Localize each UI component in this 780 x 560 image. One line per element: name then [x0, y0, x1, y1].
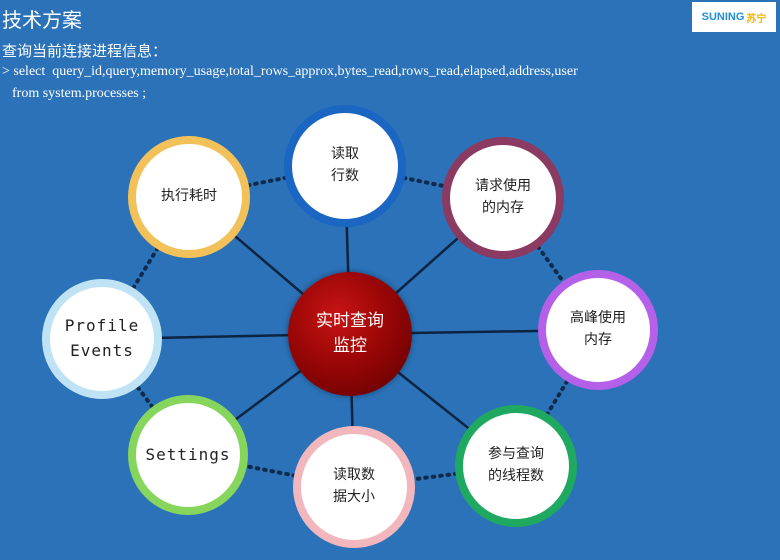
node-peak-memory-line2: 内存 — [584, 332, 612, 348]
node-memory-usage: 请求使用的内存 — [442, 137, 564, 259]
node-thread-count-line2: 的线程数 — [488, 468, 544, 484]
sql-line-2: from system.processes ; — [12, 86, 147, 101]
sql-line-1: > select query_id,query,memory_usage,tot… — [2, 64, 578, 79]
node-memory-usage-line2: 的内存 — [482, 200, 524, 216]
center-node: 实时查询监控 — [288, 272, 412, 396]
node-bytes-read: 读取数据大小 — [293, 426, 415, 548]
center-line-2: 监控 — [333, 336, 367, 356]
intro-label: 查询当前连接进程信息： — [2, 42, 168, 60]
slide-title: 技术方案 — [2, 8, 82, 32]
node-settings-line1: Settings — [145, 444, 231, 464]
node-rows-read: 读取行数 — [284, 105, 406, 227]
node-rows-read-line2: 行数 — [331, 168, 359, 184]
dotted-connector — [100, 195, 191, 341]
node-profile-events-line1: Profile — [64, 316, 140, 336]
node-elapsed: 执行耗时 — [128, 136, 250, 258]
node-peak-memory-line1: 高峰使用 — [570, 310, 626, 327]
logo-cn-text: 苏宁 — [746, 13, 767, 25]
node-settings: Settings — [128, 395, 248, 515]
node-rows-read-line1: 读取 — [331, 146, 359, 163]
node-memory-usage-line1: 请求使用 — [475, 178, 531, 195]
node-thread-count: 参与查询的线程数 — [455, 405, 577, 527]
node-elapsed-line1: 执行耗时 — [161, 188, 217, 205]
node-bytes-read-line1: 读取数 — [333, 467, 375, 484]
node-thread-count-line1: 参与查询 — [488, 446, 544, 463]
logo-text: SUNING — [701, 11, 745, 23]
node-bytes-read-line2: 据大小 — [333, 489, 375, 505]
node-profile-events-line2: Events — [70, 341, 134, 360]
center-line-1: 实时查询 — [316, 310, 384, 331]
node-peak-memory: 高峰使用内存 — [538, 270, 658, 390]
